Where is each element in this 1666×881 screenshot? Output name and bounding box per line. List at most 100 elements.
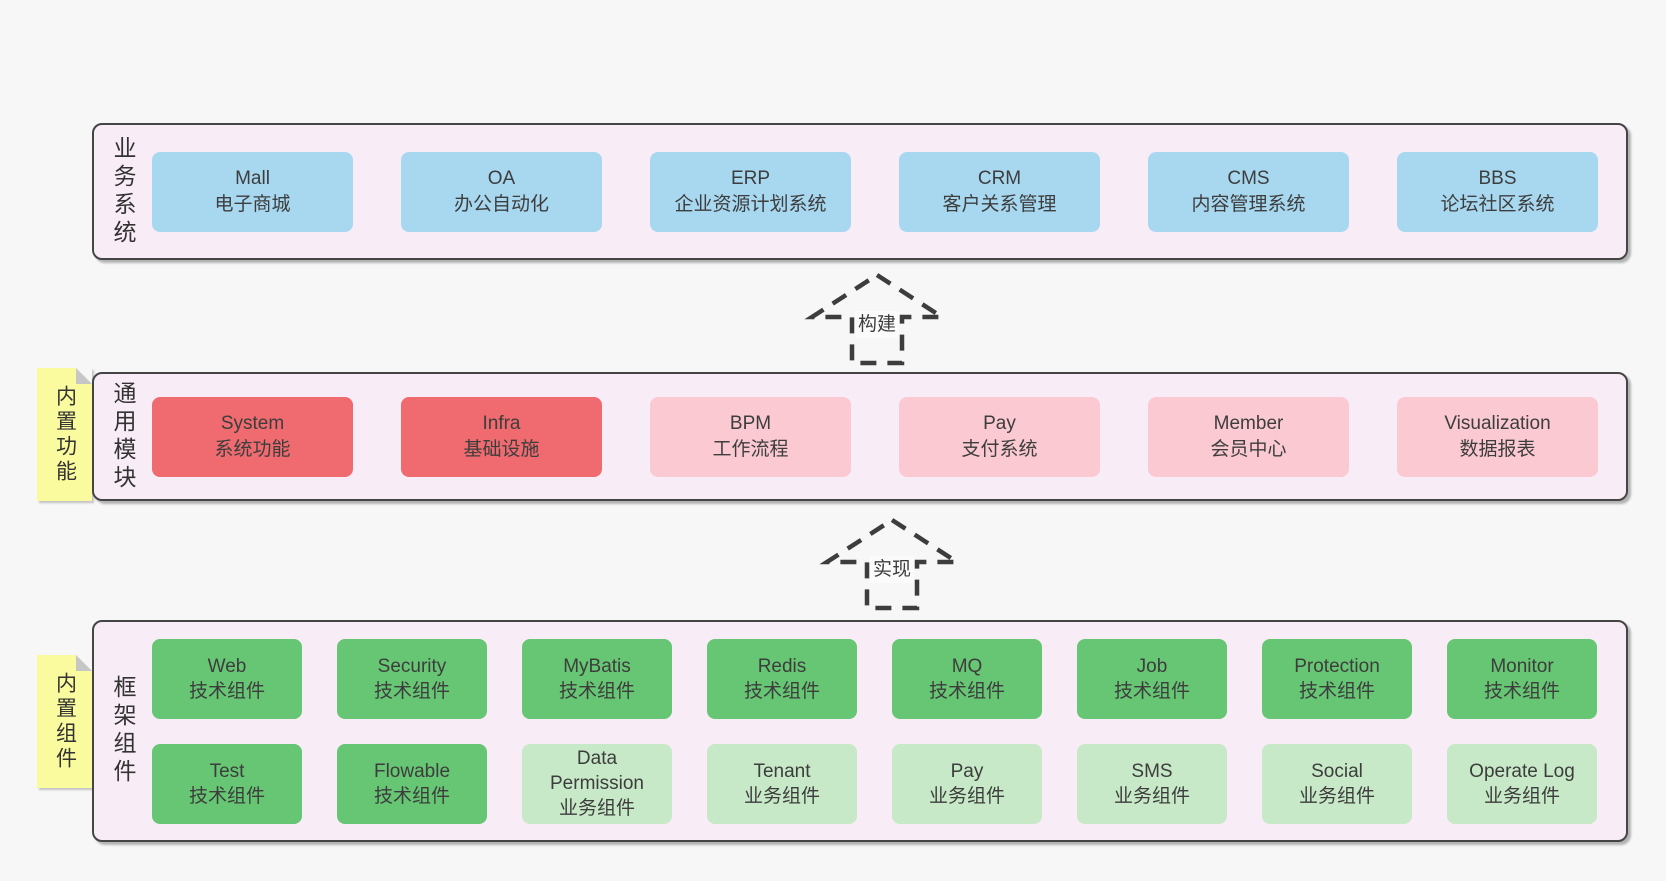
- note-built-in-features: 内置功能: [37, 368, 92, 501]
- box-oa: OA 办公自动化: [401, 151, 602, 232]
- box-subtitle: 工作流程: [712, 438, 789, 460]
- box-subtitle: 基础设施: [463, 438, 540, 460]
- box-infra: Infra 基础设施: [401, 396, 602, 477]
- framework-components-row-1: Web 技术组件 Security 技术组件 MyBatis 技术组件 Redi…: [152, 638, 1626, 719]
- box-pay-business: Pay 业务组件: [892, 743, 1042, 824]
- box-subtitle: 技术组件: [558, 680, 635, 702]
- box-visualization: Visualization 数据报表: [1397, 396, 1598, 477]
- box-title: ERP: [730, 167, 771, 189]
- box-title: Redis: [757, 655, 807, 677]
- box-protection: Protection 技术组件: [1262, 638, 1412, 719]
- box-subtitle: 技术组件: [188, 680, 265, 702]
- layer-label-text: 业务系统: [110, 135, 136, 248]
- box-redis: Redis 技术组件: [707, 638, 857, 719]
- box-cms: CMS 内容管理系统: [1148, 151, 1349, 232]
- business-systems-row: Mall 电子商城 OA 办公自动化 ERP 企业资源计划系统 CRM 客户关系…: [152, 125, 1626, 258]
- box-bbs: BBS 论坛社区系统: [1397, 151, 1598, 232]
- box-sms: SMS 业务组件: [1077, 743, 1227, 824]
- box-title: Test: [209, 760, 245, 782]
- box-mall: Mall 电子商城: [152, 151, 353, 232]
- note-text: 内置功能: [53, 384, 77, 485]
- box-title: Infra: [482, 412, 521, 434]
- box-subtitle: 业务组件: [1483, 785, 1560, 807]
- box-subtitle: 业务组件: [1298, 785, 1375, 807]
- box-subtitle: 内容管理系统: [1191, 193, 1306, 215]
- layer-label-text: 通用模块: [110, 380, 136, 493]
- box-tenant: Tenant 业务组件: [707, 743, 857, 824]
- arrow-implement-label: 实现: [869, 556, 915, 583]
- box-title: System: [220, 412, 285, 434]
- box-subtitle: 技术组件: [373, 785, 450, 807]
- box-subtitle: 业务组件: [928, 785, 1005, 807]
- box-title: Flowable: [373, 760, 451, 782]
- box-subtitle: 企业资源计划系统: [674, 193, 827, 215]
- box-title: Web: [207, 655, 247, 677]
- layer-label-framework-components: 框架组件: [94, 622, 152, 840]
- box-title: BBS: [1478, 167, 1517, 189]
- box-title: Visualization: [1444, 412, 1551, 434]
- layer-label-text: 框架组件: [110, 675, 136, 787]
- box-title: MQ: [951, 655, 983, 677]
- box-title: Protection: [1294, 655, 1380, 677]
- box-subtitle: 论坛社区系统: [1440, 193, 1555, 215]
- layer-common-modules: 通用模块 System 系统功能 Infra 基础设施 BPM 工作流程 Pay…: [92, 372, 1628, 501]
- layer-business-systems: 业务系统 Mall 电子商城 OA 办公自动化 ERP 企业资源计划系统 CRM…: [92, 123, 1628, 260]
- box-bpm: BPM 工作流程: [650, 396, 851, 477]
- box-subtitle: 系统功能: [214, 438, 291, 460]
- box-subtitle: 数据报表: [1459, 438, 1536, 460]
- box-title: Job: [1136, 655, 1168, 677]
- box-subtitle: 技术组件: [743, 680, 820, 702]
- dashed-up-arrow-icon: [804, 272, 950, 366]
- box-mq: MQ 技术组件: [892, 638, 1042, 719]
- arrow-build-label: 构建: [854, 311, 900, 338]
- arrow-build: 构建: [802, 269, 952, 369]
- layer-framework-components: 框架组件 Web 技术组件 Security 技术组件 MyBatis 技术组件…: [92, 620, 1628, 842]
- box-test: Test 技术组件: [152, 743, 302, 824]
- framework-components-row-2: Test 技术组件 Flowable 技术组件 Data Permission …: [152, 743, 1626, 824]
- box-title: Mall: [235, 167, 270, 189]
- note-text: 内置组件: [53, 671, 77, 772]
- box-title: CMS: [1227, 167, 1270, 189]
- box-data-permission: Data Permission 业务组件: [522, 743, 672, 824]
- box-mybatis: MyBatis 技术组件: [522, 638, 672, 719]
- dashed-up-arrow-icon: [819, 517, 965, 611]
- box-subtitle: 业务组件: [743, 785, 820, 807]
- common-modules-row: System 系统功能 Infra 基础设施 BPM 工作流程 Pay 支付系统…: [152, 374, 1626, 499]
- box-title: Social: [1311, 760, 1363, 782]
- box-monitor: Monitor 技术组件: [1447, 638, 1597, 719]
- box-subtitle: 客户关系管理: [942, 193, 1057, 215]
- box-subtitle: 业务组件: [558, 798, 635, 819]
- box-subtitle: 技术组件: [1483, 680, 1560, 702]
- box-social: Social 业务组件: [1262, 743, 1412, 824]
- box-erp: ERP 企业资源计划系统: [650, 151, 851, 232]
- box-title: Tenant: [753, 760, 811, 782]
- arrow-implement: 实现: [817, 514, 967, 614]
- box-title: BPM: [729, 412, 772, 434]
- box-subtitle: 技术组件: [928, 680, 1005, 702]
- box-subtitle: 技术组件: [1113, 680, 1190, 702]
- layer-label-common-modules: 通用模块: [94, 374, 152, 499]
- box-pay: Pay 支付系统: [899, 396, 1100, 477]
- note-built-in-components: 内置组件: [37, 655, 92, 788]
- box-title: Operate Log: [1469, 760, 1575, 782]
- box-flowable: Flowable 技术组件: [337, 743, 487, 824]
- box-operate-log: Operate Log 业务组件: [1447, 743, 1597, 824]
- box-member: Member 会员中心: [1148, 396, 1349, 477]
- box-subtitle: 技术组件: [1298, 680, 1375, 702]
- layer-label-business-systems: 业务系统: [94, 125, 152, 258]
- box-title: Member: [1213, 412, 1284, 434]
- box-system: System 系统功能: [152, 396, 353, 477]
- box-title: CRM: [977, 167, 1022, 189]
- box-security: Security 技术组件: [337, 638, 487, 719]
- box-title: OA: [487, 167, 516, 189]
- box-subtitle: 电子商城: [214, 193, 291, 215]
- box-title: Pay: [983, 412, 1016, 434]
- box-title: Data Permission: [550, 748, 644, 794]
- box-subtitle: 支付系统: [961, 438, 1038, 460]
- box-subtitle: 会员中心: [1210, 438, 1287, 460]
- box-subtitle: 办公自动化: [453, 193, 549, 215]
- box-crm: CRM 客户关系管理: [899, 151, 1100, 232]
- framework-components-grid: Web 技术组件 Security 技术组件 MyBatis 技术组件 Redi…: [152, 622, 1626, 840]
- box-subtitle: 技术组件: [373, 680, 450, 702]
